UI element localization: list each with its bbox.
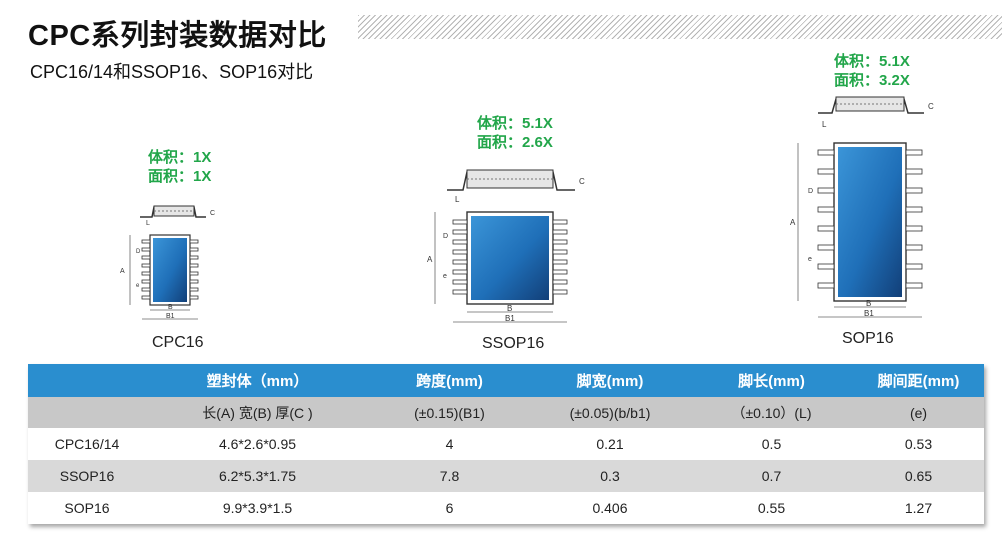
ssop16-label-l: L [455,195,460,204]
ssop16-label-c: C [579,177,585,186]
table-cell: 7.8 [369,460,530,492]
table-cell: 0.55 [690,492,853,524]
table-row: CPC16/14 4.6*2.6*0.95 4 0.21 0.5 0.53 [28,428,984,460]
table-header-cell: 脚间距(mm) [853,364,984,397]
sop16-label-a: A [790,218,796,227]
table-cell: 0.7 [690,460,853,492]
sop16-ratio-block: 体积：5.1X 面积：3.2X [834,52,910,90]
table-cell: 0.21 [530,428,690,460]
table-cell: 0.3 [530,460,690,492]
ssop16-area: 面积：2.6X [477,134,553,151]
table-cell: CPC16/14 [28,428,146,460]
sop16-area: 面积：3.2X [834,72,910,89]
cpc16-area: 面积：1X [148,168,212,185]
cpc16-label-b: B [168,304,173,311]
package-spec-table: 塑封体（mm） 跨度(mm) 脚宽(mm) 脚长(mm) 脚间距(mm) 长(A… [28,364,984,524]
sop16-label-b1: B1 [864,309,874,318]
sop16-volume: 体积：5.1X [834,53,910,70]
table-row: SOP16 9.9*3.9*1.5 6 0.406 0.55 1.27 [28,492,984,524]
table-header-cell: 脚宽(mm) [530,364,690,397]
ssop16-label-b: B [507,304,512,313]
cpc16-label-l: L [146,220,150,227]
ssop16-volume: 体积：5.1X [477,115,553,132]
cpc16-label-a: A [120,268,125,275]
table-subheader-cell: (e) [853,397,984,428]
table-cell: 9.9*3.9*1.5 [146,492,369,524]
table-header-cell [28,364,146,397]
sop16-label-c: C [928,102,934,111]
cpc16-label-d: D [136,249,141,255]
table-cell: SOP16 [28,492,146,524]
table-cell: 1.27 [853,492,984,524]
cpc16-label-e: e [136,283,140,289]
cpc16-volume: 体积：1X [148,149,212,166]
table-subheader-cell [28,397,146,428]
ssop16-label-b1: B1 [505,314,515,323]
table-row: SSOP16 6.2*5.3*1.75 7.8 0.3 0.7 0.65 [28,460,984,492]
sop16-label-e: e [808,256,812,263]
sop16-label-b: B [866,299,871,308]
page-subtitle: CPC16/14和SSOP16、SOP16对比 [30,62,314,82]
ssop16-name: SSOP16 [482,335,545,352]
table-subheader-cell: （±0.10）(L) [690,397,853,428]
title-hatch-bar [358,15,1002,39]
ssop16-ratio-block: 体积：5.1X 面积：2.6X [477,114,553,152]
table-cell: 6.2*5.3*1.75 [146,460,369,492]
table-cell: SSOP16 [28,460,146,492]
cpc16-drawing: C L A D e B B1 [120,205,215,320]
table-cell: 6 [369,492,530,524]
table-header-cell: 脚长(mm) [690,364,853,397]
ssop16-label-d: D [443,233,448,240]
table-cell: 0.65 [853,460,984,492]
ssop16-drawing: C L A D e B B1 [427,169,585,323]
sop16-label-d: D [808,188,813,195]
table-header-cell: 塑封体（mm） [146,364,369,397]
table-cell: 0.53 [853,428,984,460]
table-subheader-cell: 长(A) 宽(B) 厚(C ) [146,397,369,428]
sop16-label-l: L [822,120,827,129]
sop16-drawing: C L A D e B B1 [790,96,934,318]
table-cell: 4 [369,428,530,460]
table-subheader-cell: (±0.05)(b/b1) [530,397,690,428]
table-cell: 0.5 [690,428,853,460]
page-title: CPC系列封装数据对比 [28,20,327,52]
cpc16-label-b1: B1 [166,313,175,320]
cpc16-label-c: C [210,210,215,217]
sop16-name: SOP16 [842,330,894,347]
table-subheader-row: 长(A) 宽(B) 厚(C ) (±0.15)(B1) (±0.05)(b/b1… [28,397,984,428]
table-header-row: 塑封体（mm） 跨度(mm) 脚宽(mm) 脚长(mm) 脚间距(mm) [28,364,984,397]
table-cell: 4.6*2.6*0.95 [146,428,369,460]
cpc16-name: CPC16 [152,334,204,351]
ssop16-label-a: A [427,255,433,264]
table-cell: 0.406 [530,492,690,524]
table-subheader-cell: (±0.15)(B1) [369,397,530,428]
ssop16-label-e: e [443,273,447,280]
table-header-cell: 跨度(mm) [369,364,530,397]
cpc16-ratio-block: 体积：1X 面积：1X [148,148,211,186]
